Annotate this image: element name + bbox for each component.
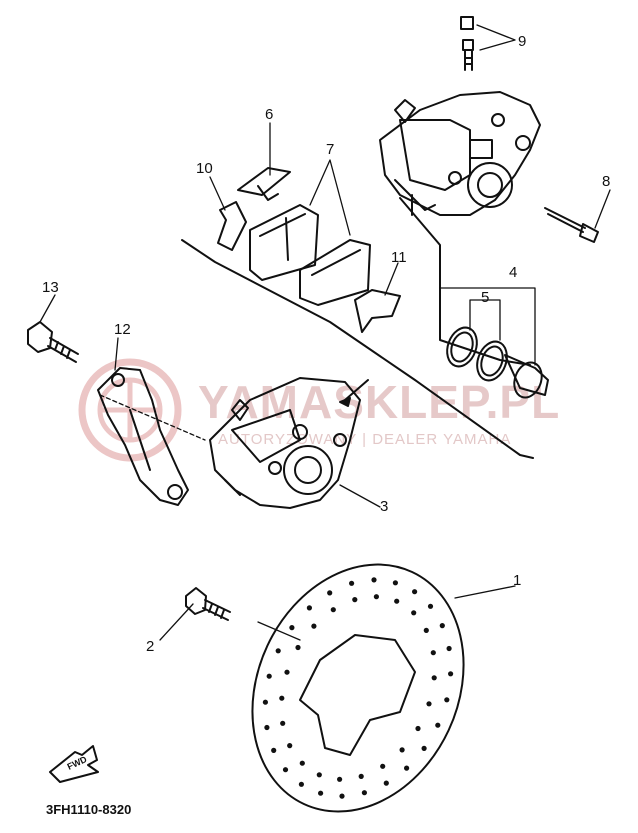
pad-spring-left (217, 201, 247, 251)
watermark: YAMASKLEP.PL AUTORYZOWANY | DEALER YAMAH… (78, 358, 560, 462)
callout-7: 7 (326, 141, 334, 158)
pad-spring-right (354, 289, 401, 333)
callout-5: 5 (481, 289, 489, 306)
callout-13: 13 (42, 279, 59, 296)
disc-hole (444, 697, 450, 703)
disc-hole (289, 625, 295, 631)
disc-hole (361, 790, 367, 796)
diagram-code: 3FH1110-8320 (46, 802, 131, 817)
disc-hole (264, 724, 270, 731)
disc-hole (423, 627, 429, 634)
bracket-bolt (27, 321, 79, 363)
callout-9: 9 (518, 33, 526, 50)
disc-hole (435, 722, 441, 728)
disc-hole (311, 623, 317, 629)
caliper-body-exploded (379, 91, 541, 216)
disc-hole (373, 594, 379, 600)
callout-3: 3 (380, 498, 388, 515)
disc-hole (358, 773, 364, 780)
watermark-brand: YAMASKLEP.PL (198, 376, 560, 428)
disc-hole (380, 763, 386, 769)
disc-hole (411, 610, 417, 616)
callout-2: 2 (146, 638, 154, 655)
disc-hole (306, 605, 312, 611)
caliper-bolt (544, 207, 599, 243)
disc-hole (316, 772, 322, 778)
disc-hole (330, 607, 336, 613)
disc-hole (287, 743, 293, 749)
disc-holes (262, 577, 454, 799)
watermark-tagline: AUTORYZOWANY | DEALER YAMAHA (218, 431, 511, 448)
callout-8: 8 (602, 173, 610, 190)
disc-hole (394, 598, 400, 604)
callout-numbers: 1 2 3 4 5 6 7 8 9 10 11 12 13 (42, 33, 610, 655)
disc-hole (279, 695, 285, 701)
pad-support-plate (237, 167, 291, 201)
forward-arrow-icon: FWD (49, 745, 99, 783)
disc-hole (349, 580, 355, 586)
disc-hole (337, 776, 343, 782)
disc-hole (280, 720, 286, 726)
disc-hole (339, 793, 345, 799)
disc-hole (295, 644, 301, 651)
brake-disc (251, 563, 465, 813)
disc-hole (352, 597, 358, 603)
disc-hole (399, 747, 405, 753)
callout-4: 4 (509, 264, 517, 281)
disc-hole (262, 699, 268, 705)
disc-hole (271, 747, 277, 754)
caliper-assembly (209, 377, 361, 509)
disc-hole (415, 725, 421, 732)
disc-hole (266, 673, 272, 679)
disc-hole (383, 780, 389, 786)
disc-hole (327, 590, 333, 596)
disc-hole (448, 671, 454, 677)
leader-lines (39, 24, 611, 641)
disc-bolt (185, 587, 231, 621)
disc-hole (404, 765, 410, 771)
disc-hole (298, 781, 304, 787)
callout-11: 11 (391, 249, 407, 266)
brake-pads (249, 204, 371, 306)
disc-hole (446, 645, 452, 652)
caliper-bracket (97, 367, 189, 506)
bleeder-screw (460, 16, 474, 71)
disc-hole (275, 648, 281, 654)
disc-hole (427, 603, 434, 609)
piston-seals (446, 326, 549, 399)
disc-hole (284, 669, 290, 675)
callout-10: 10 (196, 160, 213, 177)
disc-hole (299, 760, 305, 766)
callout-1: 1 (513, 572, 521, 589)
callout-12: 12 (114, 321, 131, 338)
disc-hole (426, 701, 432, 707)
disc-hole (318, 790, 324, 796)
disc-hole (421, 745, 427, 752)
disc-hole (412, 589, 418, 595)
disc-hole (392, 580, 398, 586)
disc-hole (431, 675, 437, 681)
callout-6: 6 (265, 106, 273, 123)
exploded-boundary (181, 197, 534, 459)
disc-hole (430, 650, 436, 656)
disc-hole (439, 623, 445, 629)
disc-hole (282, 767, 289, 773)
disc-hole (371, 577, 377, 583)
